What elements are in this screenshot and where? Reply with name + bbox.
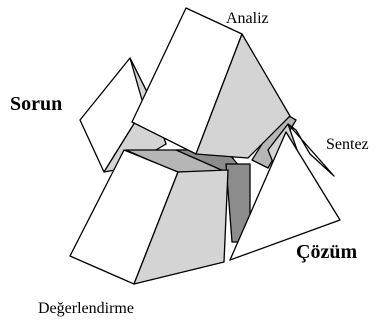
degerlendirme-block [69,149,229,285]
label-sentez: Sentez [326,136,369,153]
cozum-front-face [229,131,341,261]
label-sorun: Sorun [10,93,62,115]
cozum-block [229,131,341,261]
center-connector [125,111,297,243]
degerlendirme-side-face [133,169,229,285]
analiz-side-face [195,33,291,159]
label-analiz: Analiz [226,10,269,27]
label-cozum: Çözüm [296,241,357,263]
analiz-block [131,7,291,159]
label-degerlendirme: Değerlendirme [38,300,134,317]
sentez-top-face [287,123,335,177]
